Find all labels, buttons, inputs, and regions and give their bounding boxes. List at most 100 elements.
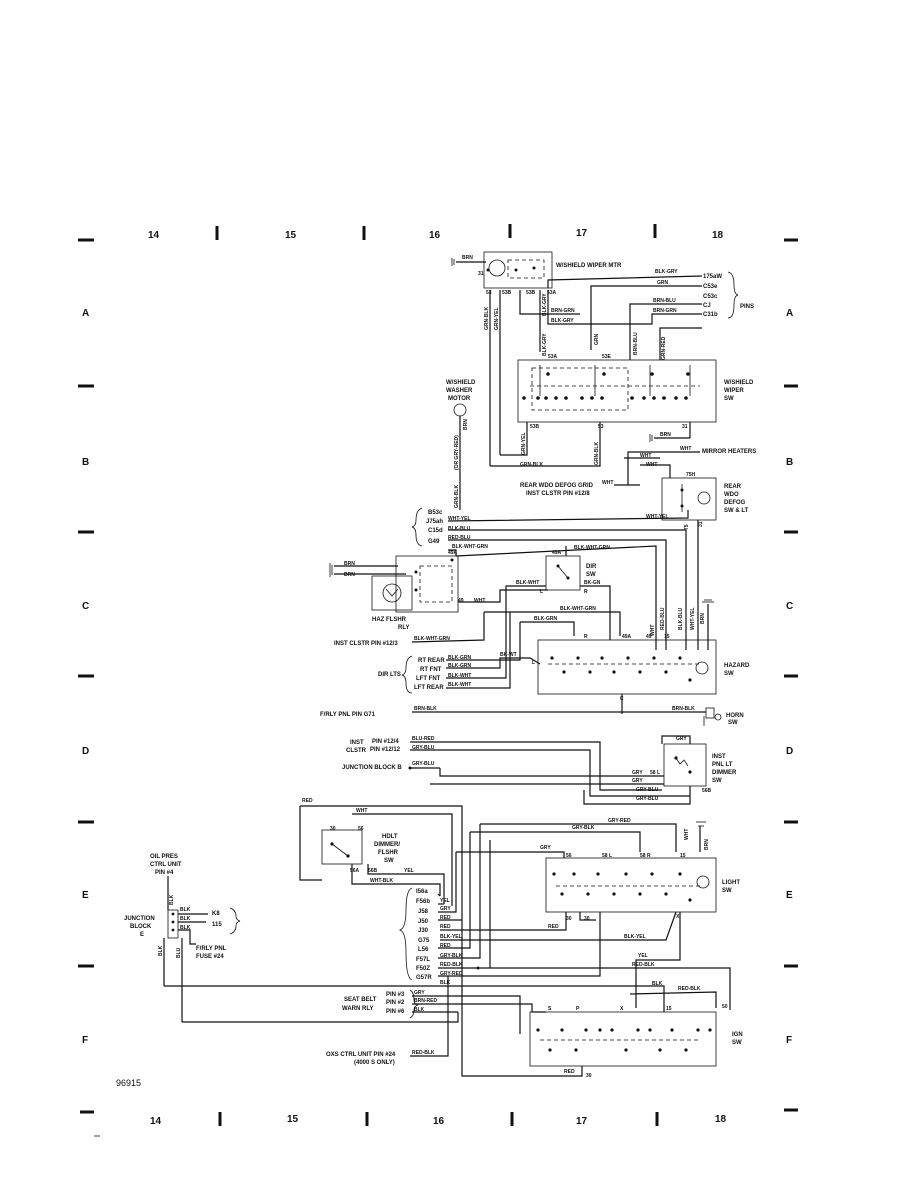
svg-text:J50: J50 bbox=[418, 919, 429, 925]
svg-text:W/SHIELD WIPER MTR: W/SHIELD WIPER MTR bbox=[556, 263, 622, 269]
svg-text:GRY: GRY bbox=[632, 778, 643, 784]
svg-text:BLK-BLU: BLK-BLU bbox=[448, 526, 471, 532]
row-label: E bbox=[82, 890, 89, 901]
svg-text:GRY: GRY bbox=[676, 736, 687, 742]
svg-text:F/RLY PNL: F/RLY PNL bbox=[196, 946, 227, 952]
wiper-motor: BRN 31 W/SHIELD WIPER MTR 53 53B 53B 53A bbox=[451, 251, 622, 296]
svg-text:PIN #4: PIN #4 bbox=[155, 870, 174, 876]
column-labels-top: 14 15 16 17 18 bbox=[148, 228, 724, 241]
figure-number: 96915 bbox=[116, 1078, 141, 1088]
svg-text:MIRROR HEATERS: MIRROR HEATERS bbox=[702, 449, 756, 455]
svg-text:GRN-YEL: GRN-YEL bbox=[494, 308, 500, 331]
svg-text:56A: 56A bbox=[350, 868, 360, 874]
svg-text:YEL: YEL bbox=[440, 898, 450, 904]
wiper-switch: 53A 53E W/SHIELD WIPER SW 53B 53 31 bbox=[517, 354, 754, 430]
svg-text:GRN-YEL: GRN-YEL bbox=[521, 433, 527, 456]
svg-text:56: 56 bbox=[358, 826, 364, 832]
wiper-sw-contacts bbox=[522, 372, 690, 400]
svg-text:BRN-BLK: BRN-BLK bbox=[672, 706, 695, 712]
svg-text:PIN #2: PIN #2 bbox=[386, 1000, 405, 1006]
svg-text:L56: L56 bbox=[418, 947, 429, 953]
svg-text:BLK-WHT: BLK-WHT bbox=[448, 682, 471, 688]
svg-text:BLK: BLK bbox=[440, 980, 451, 986]
svg-text:CLSTR: CLSTR bbox=[346, 748, 367, 754]
svg-text:RED: RED bbox=[440, 924, 451, 930]
svg-text:R: R bbox=[584, 634, 588, 640]
svg-text:BRN-RED: BRN-RED bbox=[414, 998, 437, 1004]
svg-text:BLK-GRY: BLK-GRY bbox=[655, 269, 678, 275]
svg-text:BLK: BLK bbox=[158, 945, 164, 956]
svg-text:BK-GN: BK-GN bbox=[584, 580, 601, 586]
svg-text:53: 53 bbox=[598, 424, 604, 430]
svg-text:WHT: WHT bbox=[640, 453, 651, 459]
svg-text:15: 15 bbox=[664, 634, 670, 640]
svg-text:PIN #12/4: PIN #12/4 bbox=[372, 739, 399, 745]
svg-text:BLK-WHT-GRN: BLK-WHT-GRN bbox=[574, 545, 610, 551]
svg-text:GRY-BLU: GRY-BLU bbox=[412, 745, 435, 751]
col-label: 15 bbox=[287, 1114, 299, 1125]
ign-switch: SEAT BELT WARN RLY PIN #3 PIN #2 PIN #6 … bbox=[326, 916, 743, 1079]
svg-text:SEAT BELT: SEAT BELT bbox=[344, 997, 377, 1003]
row-label: E bbox=[786, 890, 793, 901]
svg-text:SW: SW bbox=[724, 671, 734, 677]
svg-text:BLK: BLK bbox=[414, 1007, 425, 1013]
svg-text:58 L: 58 L bbox=[602, 853, 612, 859]
svg-text:BRN: BRN bbox=[344, 561, 355, 567]
svg-text:LFT REAR: LFT REAR bbox=[414, 685, 444, 691]
svg-text:CJ: CJ bbox=[703, 303, 711, 309]
svg-text:IGN: IGN bbox=[732, 1032, 743, 1038]
svg-text:RED-BLK: RED-BLK bbox=[412, 1050, 435, 1056]
svg-text:REAR: REAR bbox=[724, 484, 742, 490]
svg-text:49: 49 bbox=[458, 598, 464, 604]
svg-text:GRY: GRY bbox=[632, 770, 643, 776]
row-label: B bbox=[82, 457, 89, 468]
svg-text:F56b: F56b bbox=[416, 899, 430, 905]
col-label: 15 bbox=[285, 230, 297, 241]
svg-text:BLK-YEL: BLK-YEL bbox=[624, 934, 646, 940]
frly-mid-pins: B53c J75ah C15d G49 WHT-YEL BLK-BLU RED-… bbox=[411, 507, 689, 650]
svg-text:X: X bbox=[676, 914, 680, 920]
svg-text:DIR: DIR bbox=[586, 564, 597, 570]
row-label: A bbox=[786, 308, 793, 319]
svg-text:30: 30 bbox=[584, 916, 590, 922]
svg-text:SW: SW bbox=[732, 1040, 742, 1046]
col-label: 16 bbox=[429, 230, 441, 241]
svg-text:30: 30 bbox=[566, 916, 572, 922]
svg-text:G49: G49 bbox=[428, 539, 440, 545]
svg-text:X: X bbox=[620, 1006, 624, 1012]
svg-text:RED: RED bbox=[564, 1069, 575, 1075]
svg-text:RED-BLU: RED-BLU bbox=[660, 607, 666, 630]
svg-text:WHT-YEL: WHT-YEL bbox=[690, 608, 696, 631]
svg-text:RED-BLK: RED-BLK bbox=[678, 986, 701, 992]
svg-text:E: E bbox=[140, 932, 144, 938]
svg-text:75: 75 bbox=[684, 524, 690, 530]
frly-top-pins: 175aW C53e C53c CJ C31b PINS BLK-GRY GRN… bbox=[653, 269, 754, 319]
col-label: 16 bbox=[433, 1116, 445, 1127]
svg-text:RLY: RLY bbox=[398, 625, 409, 631]
haz-flasher: BRN BRN 49A 49 WHT HAZ FLSHR RLY bbox=[329, 545, 657, 650]
svg-text:BLK-BLU: BLK-BLU bbox=[678, 607, 684, 630]
svg-text:F57L: F57L bbox=[416, 957, 430, 963]
svg-text:56B: 56B bbox=[368, 868, 378, 874]
svg-text:SW: SW bbox=[722, 888, 732, 894]
svg-text:GRY-BLK: GRY-BLK bbox=[440, 953, 463, 959]
svg-text:B53c: B53c bbox=[428, 510, 443, 516]
washer-motor: W/SHIELD WASHER MOTOR (OR GRY-RED) BRN G… bbox=[446, 380, 601, 510]
svg-text:115: 115 bbox=[212, 922, 222, 928]
svg-text:WHT-YEL: WHT-YEL bbox=[448, 516, 471, 522]
svg-text:FUSE #24: FUSE #24 bbox=[196, 954, 224, 960]
svg-text:HAZARD: HAZARD bbox=[724, 663, 750, 669]
col-label: 17 bbox=[576, 1116, 588, 1127]
svg-text:WHT: WHT bbox=[680, 446, 691, 452]
svg-text:RED: RED bbox=[302, 798, 313, 804]
svg-text:BLK-WHT-GRN: BLK-WHT-GRN bbox=[560, 606, 596, 612]
svg-text:(OR GRY-RED): (OR GRY-RED) bbox=[454, 435, 460, 470]
inst-dimmer: INST CLSTR PIN #12/4 PIN #12/12 BLU-RED … bbox=[342, 735, 737, 805]
svg-text:C15d: C15d bbox=[428, 528, 443, 534]
row-label: B bbox=[786, 457, 793, 468]
svg-text:WDO: WDO bbox=[724, 492, 739, 498]
row-label: F bbox=[786, 1035, 792, 1046]
svg-text:K8: K8 bbox=[212, 911, 220, 917]
svg-text:C53e: C53e bbox=[703, 284, 718, 290]
svg-text:G75: G75 bbox=[418, 938, 430, 944]
